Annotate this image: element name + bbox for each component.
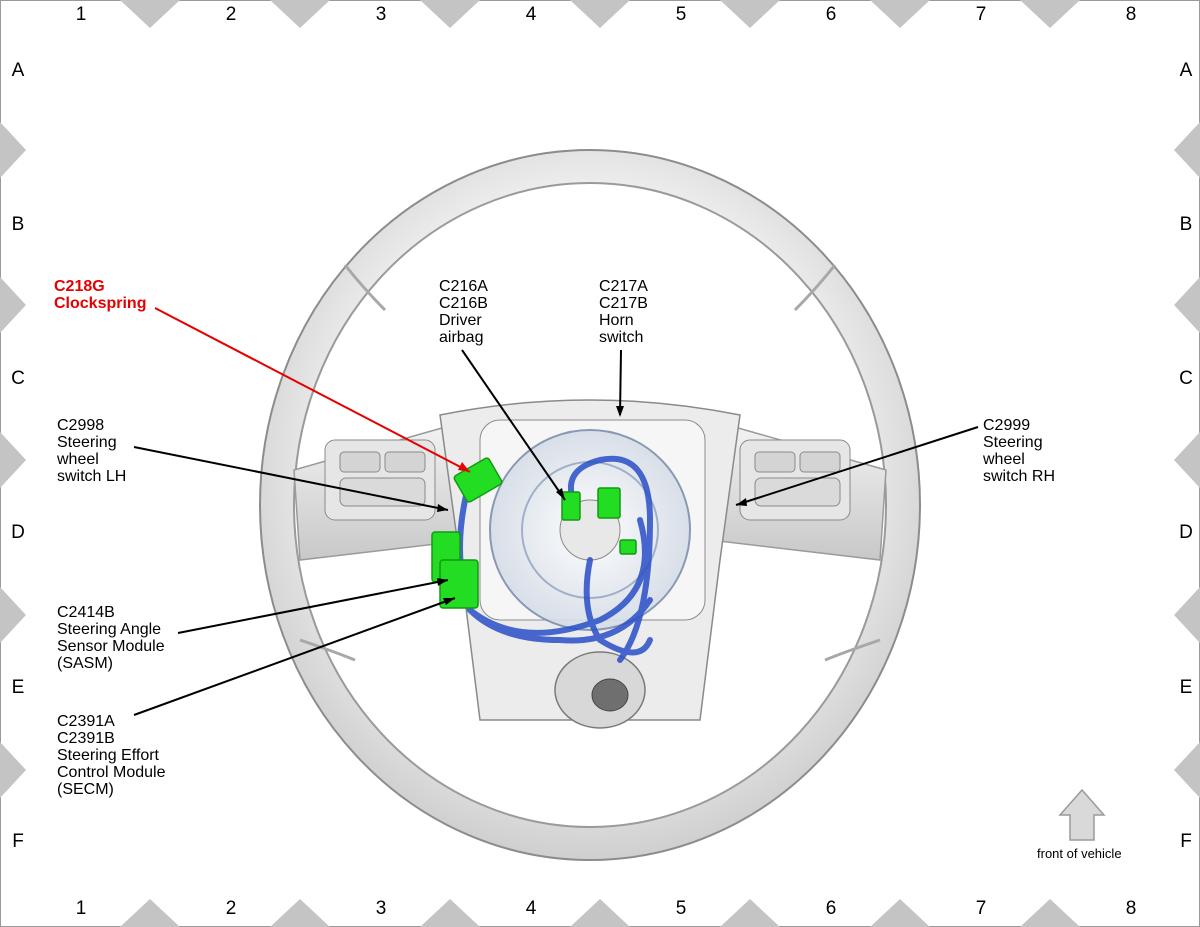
leader-lines [133,307,979,716]
grid-col-top-8: 8 [1125,4,1137,25]
grid-row-left-b: B [11,214,25,235]
leader-switch-lh [133,446,449,511]
grid-col-top-4: 4 [525,4,537,25]
grid-col-top-2: 2 [225,4,237,25]
front-arrow-icon [1058,788,1106,841]
grid-col-bottom-1: 1 [75,898,87,919]
callout-driver-airbag: C216A C216B Driver airbag [439,278,488,346]
grid-col-bottom-3: 3 [375,898,387,919]
grid-row-right-a: A [1179,60,1193,81]
grid-row-left-e: E [11,677,25,698]
grid-row-right-b: B [1179,214,1193,235]
grid-col-bottom-4: 4 [525,898,537,919]
steering-wheel [259,149,921,861]
grid-col-bottom-6: 6 [825,898,837,919]
connectors [431,457,637,609]
grid-row-right-f: F [1180,831,1192,852]
grid-row-right-d: D [1179,522,1193,543]
callout-sasm: C2414B Steering Angle Sensor Module (SAS… [57,604,165,672]
grid-col-bottom-8: 8 [1125,898,1137,919]
leader-switch-rh [735,426,979,506]
callout-switch-rh: C2999 Steering wheel switch RH [983,417,1056,485]
callout-horn-switch: C217A C217B Horn switch [599,278,648,346]
connector-c218g [453,457,503,503]
grid-col-bottom-7: 7 [975,898,987,919]
grid-col-top-1: 1 [75,4,87,25]
grid-row-left-a: A [11,60,25,81]
grid-col-top-3: 3 [375,4,387,25]
leader-horn-switch [619,349,622,416]
grid-row-right-c: C [1179,368,1193,389]
front-of-vehicle-label: front of vehicle [1037,846,1122,861]
callout-switch-lh: C2998 Steering wheel switch LH [57,417,127,485]
grid-row-left-c: C [11,368,25,389]
callout-clockspring: C218G Clockspring [54,278,147,312]
leader-driver-airbag [461,349,566,501]
grid-row-left-d: D [11,522,25,543]
leader-arrowheads [437,406,747,605]
callout-secm: C2391A C2391B Steering Effort Control Mo… [57,713,166,798]
grid-col-top-5: 5 [675,4,687,25]
grid-col-top-7: 7 [975,4,987,25]
leader-secm [133,597,456,716]
leader-sasm [177,579,449,634]
grid-col-top-6: 6 [825,4,837,25]
grid-row-left-f: F [12,831,24,852]
grid-row-right-e: E [1179,677,1193,698]
grid-col-bottom-5: 5 [675,898,687,919]
grid-col-bottom-2: 2 [225,898,237,919]
leader-clockspring [154,307,471,473]
connector-hub [619,539,637,555]
connector-c217 [597,487,621,519]
connector-c216 [561,491,581,521]
